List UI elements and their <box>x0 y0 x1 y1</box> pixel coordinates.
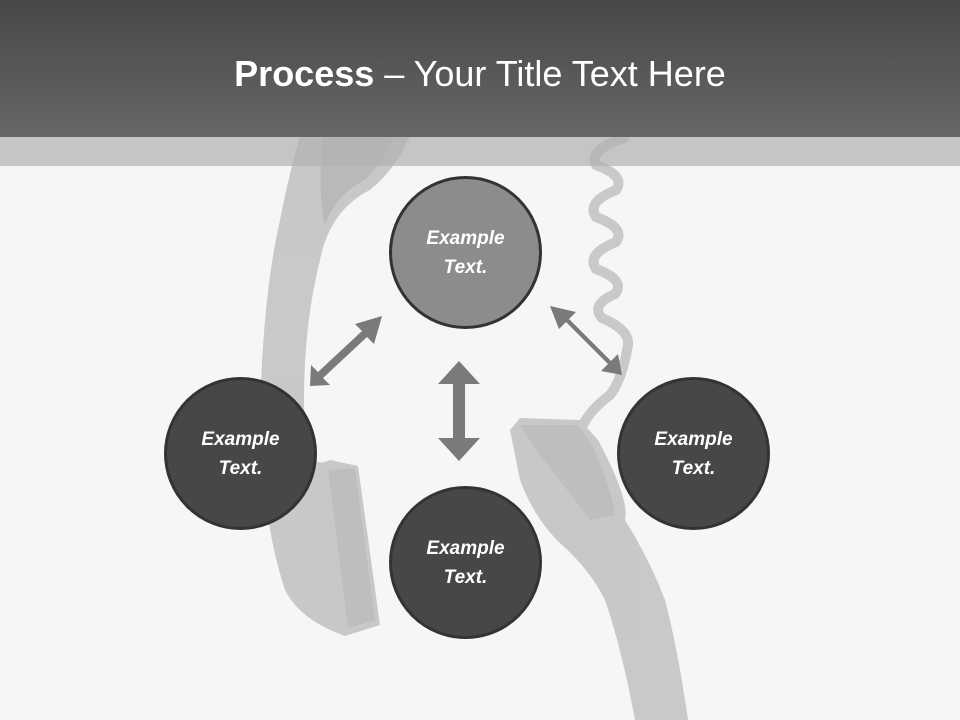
slide-title: Process – Your Title Text Here <box>0 48 960 100</box>
double-arrow-icon <box>438 361 480 461</box>
double-arrow-icon <box>550 306 622 375</box>
double-arrow-icon <box>310 316 382 386</box>
process-node-top: Example Text. <box>389 176 542 329</box>
title-bar-band <box>0 137 960 166</box>
process-node-left: Example Text. <box>164 377 317 530</box>
title-bar <box>0 0 960 137</box>
process-node-right: Example Text. <box>617 377 770 530</box>
slide-title-strong: Process <box>234 53 375 94</box>
telephone-handset-icon <box>510 418 688 720</box>
coiled-cord-icon <box>578 133 634 430</box>
process-node-bottom: Example Text. <box>389 486 542 639</box>
slide-title-rest: – Your Title Text Here <box>374 53 726 94</box>
